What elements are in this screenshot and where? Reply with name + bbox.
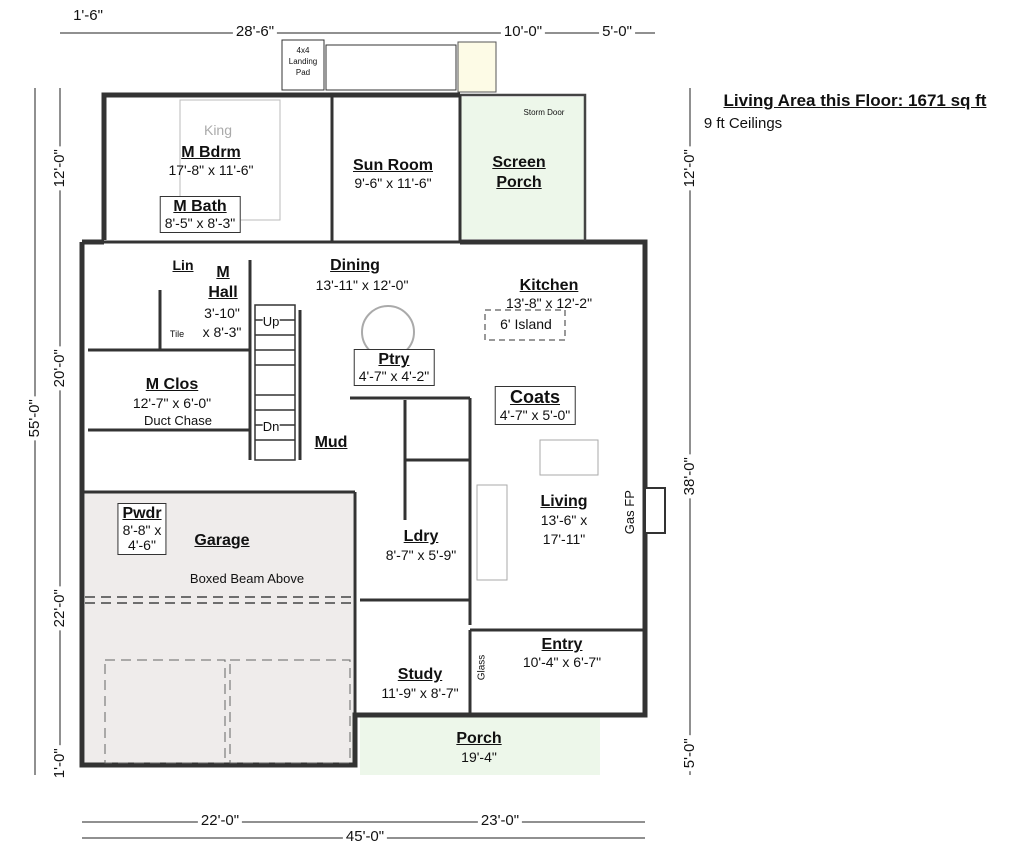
room-lin-name: Lin xyxy=(172,257,194,273)
loveseat xyxy=(539,439,599,476)
room-study-name: Study xyxy=(397,666,443,683)
tile-label: Tile xyxy=(169,329,185,339)
room-m-bath-name: M Bath xyxy=(173,198,227,215)
interior-walls xyxy=(82,95,645,765)
room-coats-label: Coats 4'-7" x 5'-0" xyxy=(494,386,576,426)
room-dining-name: Dining xyxy=(330,257,380,274)
landing-label-3: Pad xyxy=(295,68,311,77)
room-entry-size: 10'-4" x 6'-7" xyxy=(522,654,602,670)
kitchen-island xyxy=(484,309,566,341)
room-kitchen-name: Kitchen xyxy=(519,277,579,294)
room-ptry-name: Ptry xyxy=(378,351,410,368)
room-pwdr-size-1: 8'-8" x xyxy=(122,521,162,538)
dimension-lines xyxy=(34,32,691,839)
dim-top-1: 28'-6" xyxy=(232,23,278,41)
dim-bottom-1: 23'-0" xyxy=(477,812,523,830)
room-ldry-size: 8'-7" x 5'-9" xyxy=(385,547,457,563)
room-pwdr-label: Pwdr 8'-8" x 4'-6" xyxy=(117,503,167,556)
dim-top-2: 10'-0" xyxy=(500,23,546,41)
porch-floor xyxy=(360,717,600,775)
dim-left-2: 22'-0" xyxy=(51,586,69,631)
stair-down-label: Dn xyxy=(262,419,280,435)
dim-left-1: 20'-0" xyxy=(51,346,69,391)
room-porch-size: 19'-4" xyxy=(461,749,497,765)
sofa xyxy=(476,484,508,581)
dim-left-3: 1'-0" xyxy=(51,745,69,782)
room-pwdr-size-2: 4'-6" xyxy=(128,536,156,553)
room-ldry-name: Ldry xyxy=(403,528,439,545)
room-study-size: 11'-9" x 8'-7" xyxy=(381,685,459,701)
room-living-size-2: 17'-11" xyxy=(542,531,586,547)
dim-left-total: 55'-0" xyxy=(26,396,44,441)
boxed-beam-label: Boxed Beam Above xyxy=(189,571,305,587)
rear-steps xyxy=(281,39,457,91)
room-living-name: Living xyxy=(540,493,588,510)
kitchen-island-label: 6' Island xyxy=(500,316,552,332)
room-m-clos-size: 12'-7" x 6'-0" xyxy=(132,395,212,411)
dim-right-0: 12'-0" xyxy=(681,146,699,191)
room-m-bath-label: M Bath 8'-5" x 8'-3" xyxy=(159,196,241,233)
room-kitchen-size: 13'-8" x 12'-2" xyxy=(505,295,593,311)
dim-top-0: 1'-6" xyxy=(70,7,106,25)
room-m-bath-size: 8'-5" x 8'-3" xyxy=(164,214,236,231)
living-area-label: Living Area this Floor: 1671 sq ft xyxy=(723,91,987,110)
room-screen-porch-name-2: Porch xyxy=(496,174,542,191)
room-m-hall-size-1: 3'-10" xyxy=(204,305,240,321)
bed-label: King xyxy=(203,122,233,138)
screen-porch-walls xyxy=(460,93,587,242)
room-sun-room-size: 9'-6" x 11'-6" xyxy=(354,175,432,191)
landing-label-1: 4x4 xyxy=(296,46,310,55)
room-screen-porch-name-1: Screen xyxy=(492,154,546,171)
room-garage-name: Garage xyxy=(194,532,250,549)
room-m-hall-size-2: x 8'-3" xyxy=(202,324,242,340)
dim-bottom-total: 45'-0" xyxy=(342,828,388,846)
fireplace xyxy=(644,487,666,534)
room-m-hall-name-1: M xyxy=(216,264,230,281)
screen-porch-floor xyxy=(460,97,584,239)
room-entry-name: Entry xyxy=(541,636,583,653)
room-pwdr-name: Pwdr xyxy=(122,505,162,522)
glass-door-label: Glass xyxy=(476,654,488,681)
room-dining-size: 13'-11" x 12'-0" xyxy=(315,277,409,293)
stair-up-label: Up xyxy=(262,314,280,330)
room-m-hall-name-2: Hall xyxy=(208,284,238,301)
room-sun-room-name: Sun Room xyxy=(353,157,433,174)
gas-fireplace-label: Gas FP xyxy=(621,490,637,535)
storm-door-label: Storm Door xyxy=(523,108,565,117)
room-m-clos-name: M Clos xyxy=(145,376,199,393)
dim-left-0: 12'-0" xyxy=(51,146,69,191)
room-m-bdrm-size: 17'-8" x 11'-6" xyxy=(168,162,254,178)
room-living-size-1: 13'-6" x xyxy=(540,512,588,528)
room-m-bdrm-name: M Bdrm xyxy=(181,144,241,161)
dim-right-2: 5'-0" xyxy=(681,735,699,772)
room-coats-size: 4'-7" x 5'-0" xyxy=(499,406,571,423)
room-coats-name: Coats xyxy=(509,387,561,407)
room-porch-name: Porch xyxy=(456,730,502,747)
dim-top-3: 5'-0" xyxy=(599,23,635,41)
landing-fill xyxy=(457,41,497,93)
room-ptry-label: Ptry 4'-7" x 4'-2" xyxy=(353,349,435,386)
ceiling-height-label: 9 ft Ceilings xyxy=(703,115,783,132)
landing-label-2: Landing xyxy=(288,57,318,66)
dim-right-1: 38'-0" xyxy=(681,454,699,499)
room-mud-name: Mud xyxy=(314,434,348,451)
room-ptry-size: 4'-7" x 4'-2" xyxy=(358,367,430,384)
dim-bottom-0: 22'-0" xyxy=(197,812,243,830)
duct-chase-label: Duct Chase xyxy=(144,413,212,428)
